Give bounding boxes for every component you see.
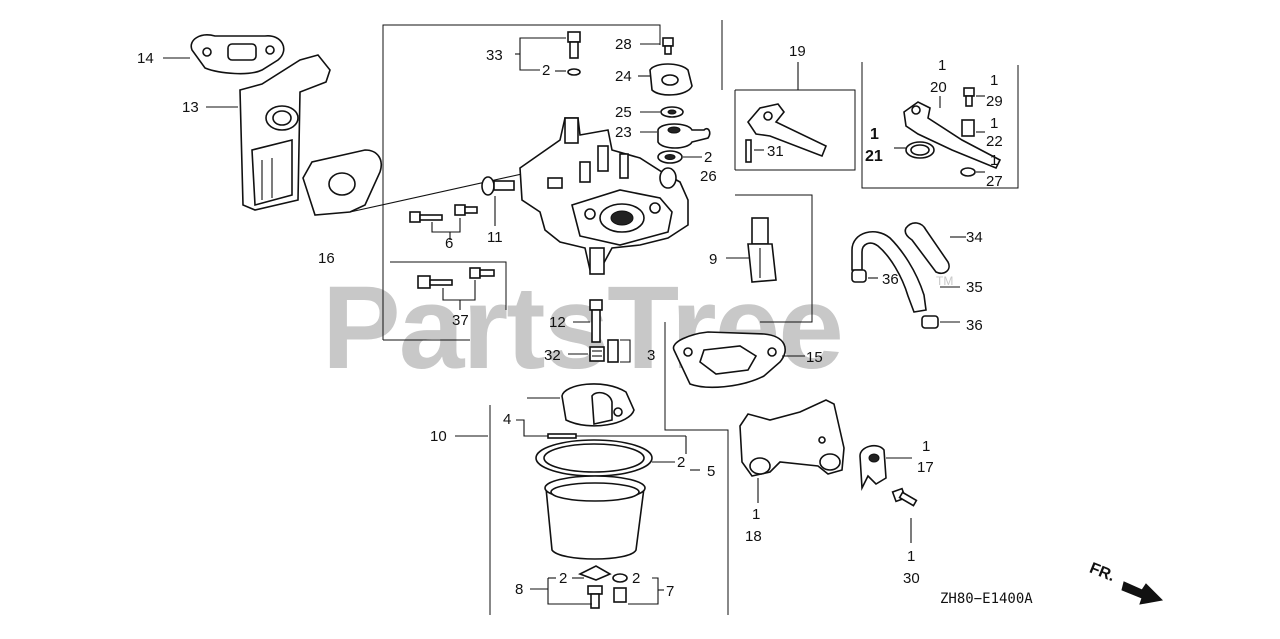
callout-31: 31 [767,143,784,160]
callout-5-qty: 2 [677,454,685,471]
part-19-choke-lever [746,103,828,158]
part-4-pin [547,433,577,439]
part-11-screw [481,176,515,196]
callout-14: 14 [137,50,154,67]
callout-29-qty: 1 [990,72,998,89]
callout-8-qty: 2 [559,570,567,587]
part-washer-bottom [578,565,612,581]
callout-7: 7 [666,583,674,600]
callout-11: 11 [487,229,503,246]
part-34-tube [904,222,950,275]
part-21-spring [905,141,935,159]
part-22-collar [961,119,975,137]
callout-27: 27 [986,173,1003,190]
part-23-valve [657,123,711,149]
part-29-screw [963,87,975,107]
direction-arrow-icon [1121,581,1164,605]
callout-27-qty: 1 [990,152,998,169]
callout-4: 4 [503,411,511,428]
part-14-gasket [190,34,285,75]
callout-37: 37 [452,312,469,329]
callout-23: 23 [615,124,632,141]
callout-28: 28 [615,36,632,53]
callout-16: 16 [318,250,335,267]
callout-6: 6 [445,235,453,252]
callout-36a: 36 [882,271,899,288]
callout-21: 21 [865,148,883,165]
callout-22: 22 [986,133,1003,150]
callout-5: 5 [707,463,715,480]
callout-30: 30 [903,570,920,587]
callout-20: 20 [930,79,947,96]
callout-18: 18 [745,528,762,545]
callout-3: 3 [647,347,655,364]
callout-34: 34 [966,229,983,246]
part-31-pin [745,139,752,163]
part-18-bracket [739,399,845,477]
callout-25: 25 [615,104,632,121]
callout-20-qty: 1 [938,57,946,74]
callout-33: 33 [486,47,503,64]
callout-15: 15 [806,349,823,366]
group-boxes [382,20,1019,615]
part-24-cover [649,63,693,96]
part-15-gasket [672,331,786,389]
part-13-bracket [239,54,331,211]
callout-18-qty: 1 [752,506,760,523]
callout-33-qty: 2 [542,62,550,79]
float-chamber [544,475,646,560]
callout-35: 35 [966,279,983,296]
part-25-washer [660,106,684,118]
part-3-jet [607,339,619,363]
part-17-clamp [859,444,887,492]
callout-13: 13 [182,99,199,116]
part-37-screws [417,267,495,289]
part-36-clip-a [851,269,867,283]
part-8-bolt [587,585,603,609]
callout-17-qty: 1 [922,438,930,455]
part-20-throttle-lever [903,101,1002,170]
part-26-washer [657,150,683,164]
callout-24: 24 [615,68,632,85]
part-27-washer [960,167,976,177]
float [561,383,635,427]
part-32-jet [589,346,605,362]
callout-10: 10 [430,428,447,445]
carburetor-body [519,117,689,275]
part-12-nozzle [589,299,603,343]
callout-21-qty: 1 [870,126,879,143]
callout-19: 19 [789,43,806,60]
callout-8: 8 [515,581,523,598]
callout-26: 26 [700,168,717,185]
callout-9: 9 [709,251,717,268]
callout-12: 12 [549,314,566,331]
callout-36b: 36 [966,317,983,334]
part-30-bolt [891,487,918,507]
part-35-tube [851,230,927,313]
part-33-screw [567,31,581,76]
callout-17: 17 [917,459,934,476]
part-5-gasket [535,439,653,477]
diagram-code: ZH80−E1400A [940,591,1033,607]
part-28-screw [662,37,674,55]
watermark-trademark: TM [936,274,953,288]
callout-29: 29 [986,93,1003,110]
part-9-float-needle [747,217,777,283]
direction-label: FR. [1087,560,1117,585]
part-36-clip-b [921,315,939,329]
front-direction-marker: FR. [1087,560,1164,605]
callout-7-qty: 2 [632,570,640,587]
part-7-bolt [612,573,628,603]
callout-22-qty: 1 [990,115,998,132]
callout-26-qty: 2 [704,149,712,166]
callout-32: 32 [544,347,561,364]
part-13-gasket [302,149,382,216]
callout-30-qty: 1 [907,548,915,565]
part-6-screws [409,204,478,223]
